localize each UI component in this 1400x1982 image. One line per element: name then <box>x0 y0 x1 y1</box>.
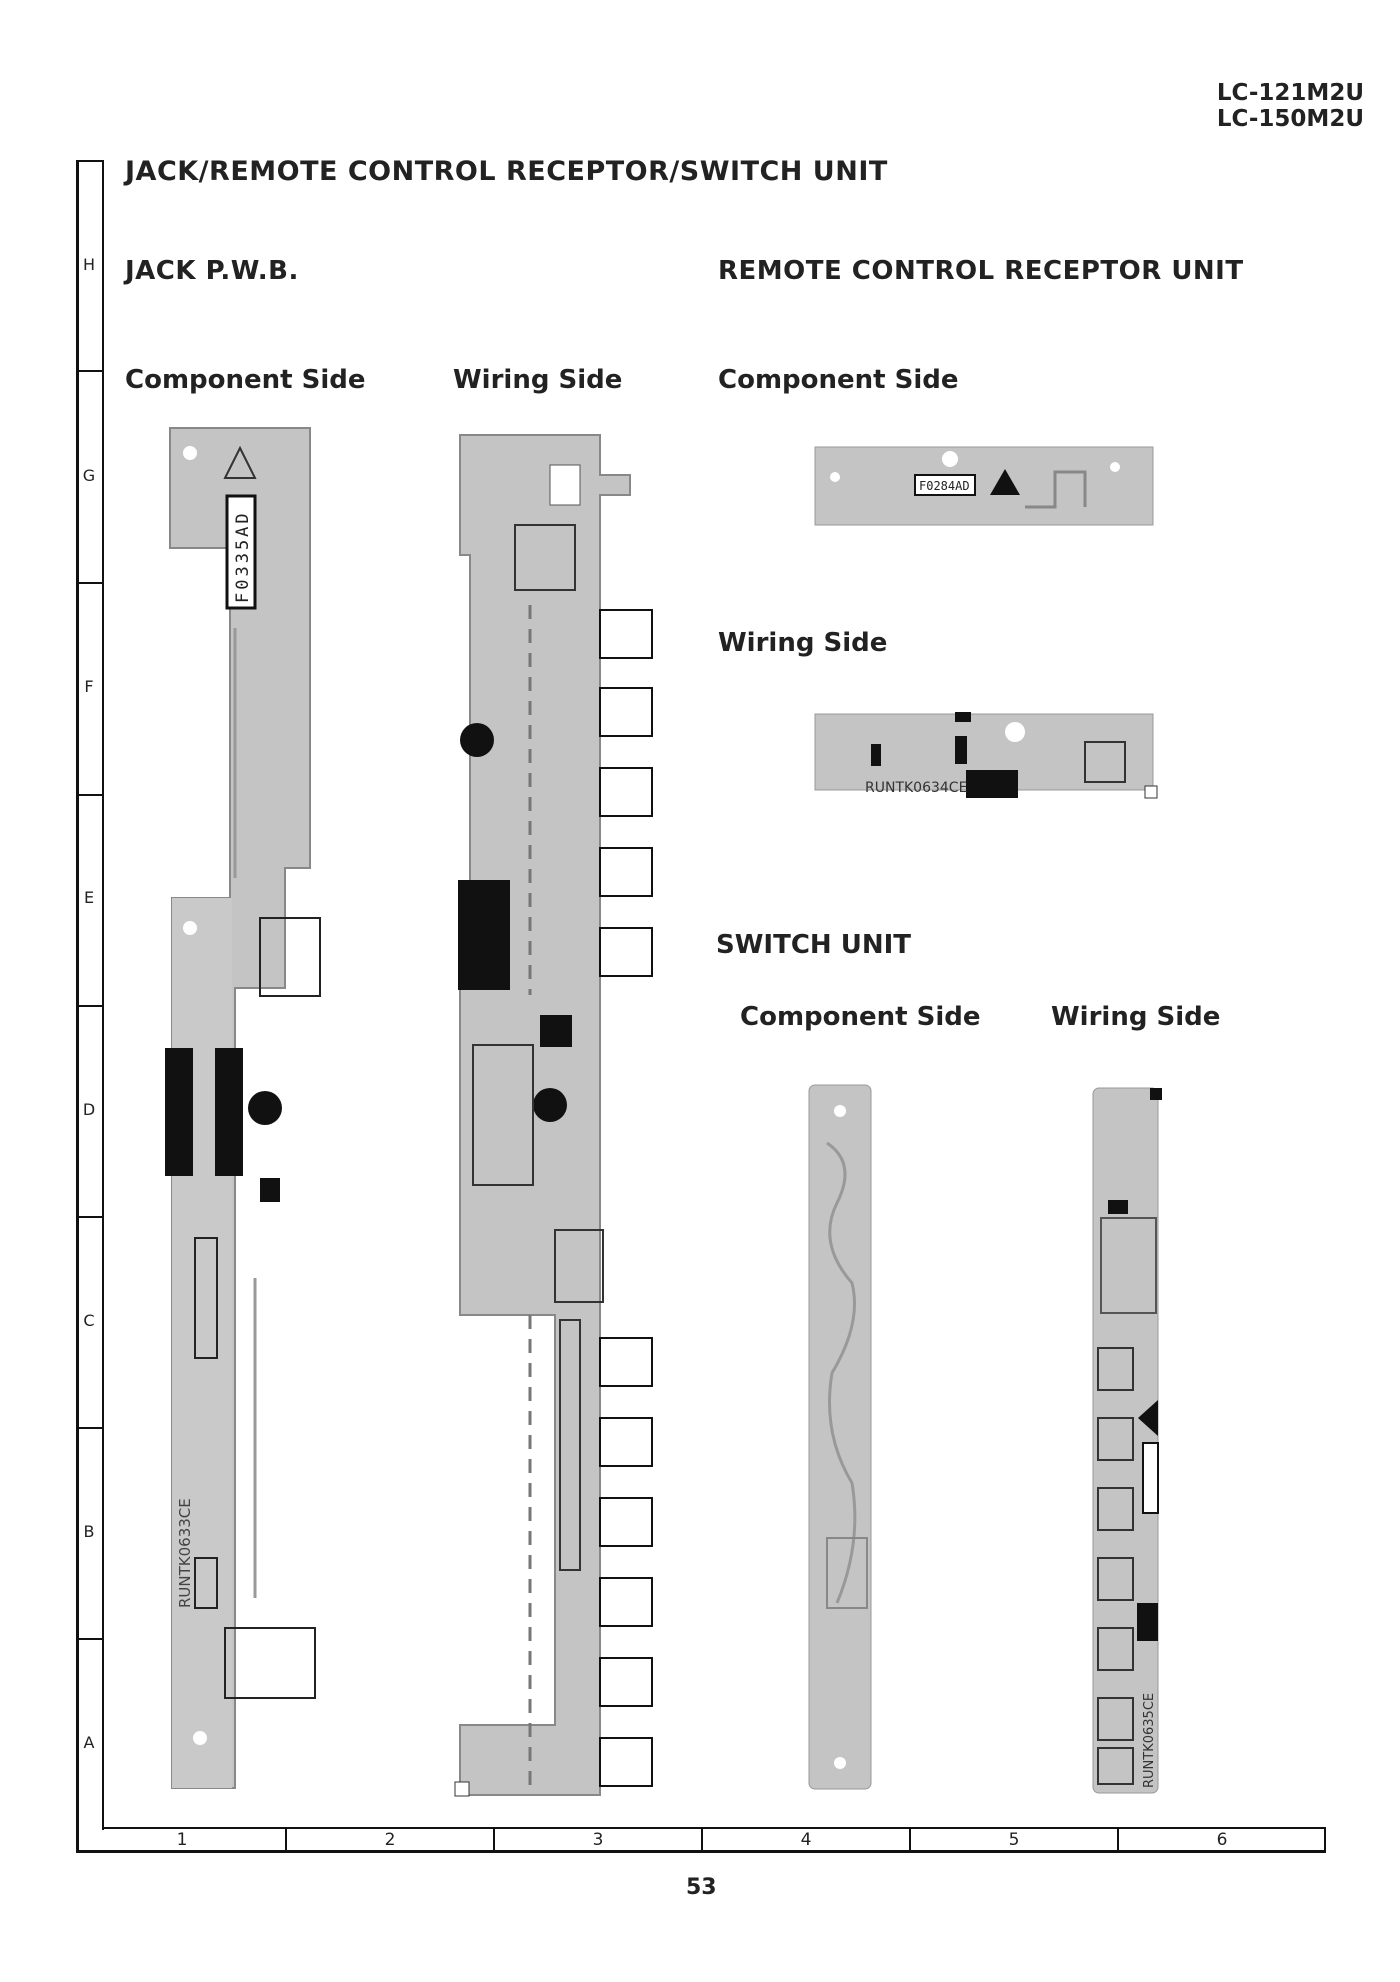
switch-component-board <box>808 1084 872 1790</box>
row-label-f: F <box>84 677 94 696</box>
jack-wiring-side-label: Wiring Side <box>453 365 623 395</box>
row-divider <box>76 1427 104 1429</box>
remote-wiring-board: RUNTK0634CE <box>814 712 1158 799</box>
component-part-number: F0335AD <box>233 510 253 603</box>
jack-connector-left <box>165 1048 193 1176</box>
row-label-g: G <box>82 466 96 485</box>
row-label-e: E <box>83 888 95 907</box>
column-divider <box>1117 1827 1119 1853</box>
remote-board-code: RUNTK0634CE <box>865 780 967 796</box>
wiring-block-large <box>458 880 510 990</box>
row-label-b: B <box>83 1522 95 1541</box>
column-divider <box>909 1827 911 1853</box>
row-divider <box>76 794 104 796</box>
jack-component-side-label: Component Side <box>125 365 366 395</box>
triangle-mark-icon <box>990 469 1020 495</box>
row-divider <box>76 1005 104 1007</box>
switch-wiring-side-label: Wiring Side <box>1051 1002 1221 1032</box>
remote-unit-heading: REMOTE CONTROL RECEPTOR UNIT <box>718 256 1244 286</box>
triangle-mark-icon <box>223 445 257 479</box>
column-label-2: 2 <box>384 1830 396 1850</box>
column-label-6: 6 <box>1216 1830 1228 1850</box>
column-label-5: 5 <box>1008 1830 1020 1850</box>
column-divider <box>493 1827 495 1853</box>
triangle-mark-icon <box>1138 1400 1158 1436</box>
switch-wiring-board: RUNTK0635CE <box>1092 1087 1162 1794</box>
row-label-a: A <box>83 1733 95 1752</box>
model-number-1: LC-121M2U <box>1216 80 1364 106</box>
frame-bottom-inner <box>102 1827 1326 1829</box>
column-label-4: 4 <box>800 1830 812 1850</box>
jack-component-board: F0335AD RUNTK0633CE <box>165 427 321 1789</box>
row-label-c: C <box>83 1311 95 1330</box>
frame-left-inner <box>102 160 104 1830</box>
switch-component-side-label: Component Side <box>740 1002 981 1032</box>
remote-component-side-label: Component Side <box>718 365 959 395</box>
column-label-3: 3 <box>592 1830 604 1850</box>
remote-component-board: F0284AD <box>814 446 1154 526</box>
column-label-1: 1 <box>176 1830 188 1850</box>
column-divider <box>701 1827 703 1853</box>
row-divider <box>76 582 104 584</box>
jack-pwb-heading: JACK P.W.B. <box>125 256 299 286</box>
frame-right-tick <box>1324 1827 1326 1853</box>
jack-wiring-board <box>454 434 653 1797</box>
remote-wiring-side-label: Wiring Side <box>718 628 888 658</box>
switch-unit-heading: SWITCH UNIT <box>716 930 911 960</box>
frame-top <box>76 160 104 162</box>
remote-wiring-chip <box>966 770 1018 798</box>
switch-board-code: RUNTK0635CE <box>1142 1693 1157 1788</box>
row-label-d: D <box>82 1100 96 1119</box>
row-divider <box>76 1638 104 1640</box>
remote-part-number-box <box>914 474 976 496</box>
jack-connector-right <box>215 1048 243 1176</box>
row-label-h: H <box>82 255 96 274</box>
row-divider <box>76 1216 104 1218</box>
row-divider <box>76 370 104 372</box>
component-board-code: RUNTK0633CE <box>176 1498 194 1608</box>
part-number-box <box>225 494 257 610</box>
model-numbers: LC-121M2U LC-150M2U <box>1217 80 1364 132</box>
model-number-2: LC-150M2U <box>1216 106 1364 132</box>
page-title: JACK/REMOTE CONTROL RECEPTOR/SWITCH UNIT <box>125 156 888 187</box>
remote-part-number: F0284AD <box>919 479 970 493</box>
page-number: 53 <box>686 1875 717 1900</box>
column-divider <box>285 1827 287 1853</box>
